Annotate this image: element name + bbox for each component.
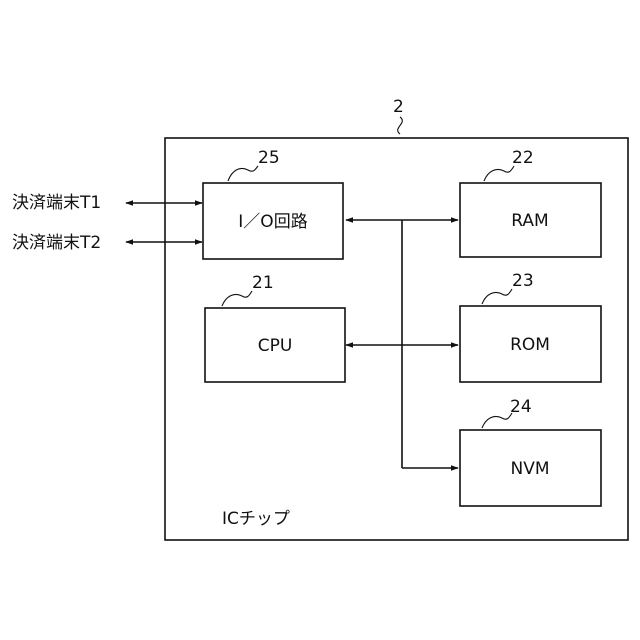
cpu-label: CPU [258,336,293,356]
rom-block: ROM 23 [460,271,601,382]
ram-label: RAM [511,211,548,231]
io-circuit-ref: 25 [258,148,280,168]
io-circuit-block: I／O回路 25 [203,148,343,259]
ram-block: RAM 22 [460,148,601,257]
nvm-label: NVM [510,459,549,479]
rom-label: ROM [510,335,550,355]
ic-chip-label: ICチップ [222,509,290,529]
payment-terminal-t1-label: 決済端末T1 [12,193,101,213]
ram-leader [484,166,514,181]
rom-ref: 23 [512,271,534,291]
ram-ref: 22 [512,148,534,168]
rom-leader [482,289,512,304]
io-circuit-label: I／O回路 [238,212,307,232]
nvm-block: NVM 24 [460,397,601,506]
cpu-leader [222,291,252,306]
nvm-ref: 24 [510,397,532,417]
nvm-leader [482,413,512,428]
payment-terminal-t2-label: 決済端末T2 [12,233,101,253]
chip-ref-number: 2 [393,97,404,117]
io-circuit-leader [228,166,258,181]
chip-ref-leader [398,117,403,134]
cpu-ref: 21 [252,273,274,293]
cpu-block: CPU 21 [205,273,345,382]
